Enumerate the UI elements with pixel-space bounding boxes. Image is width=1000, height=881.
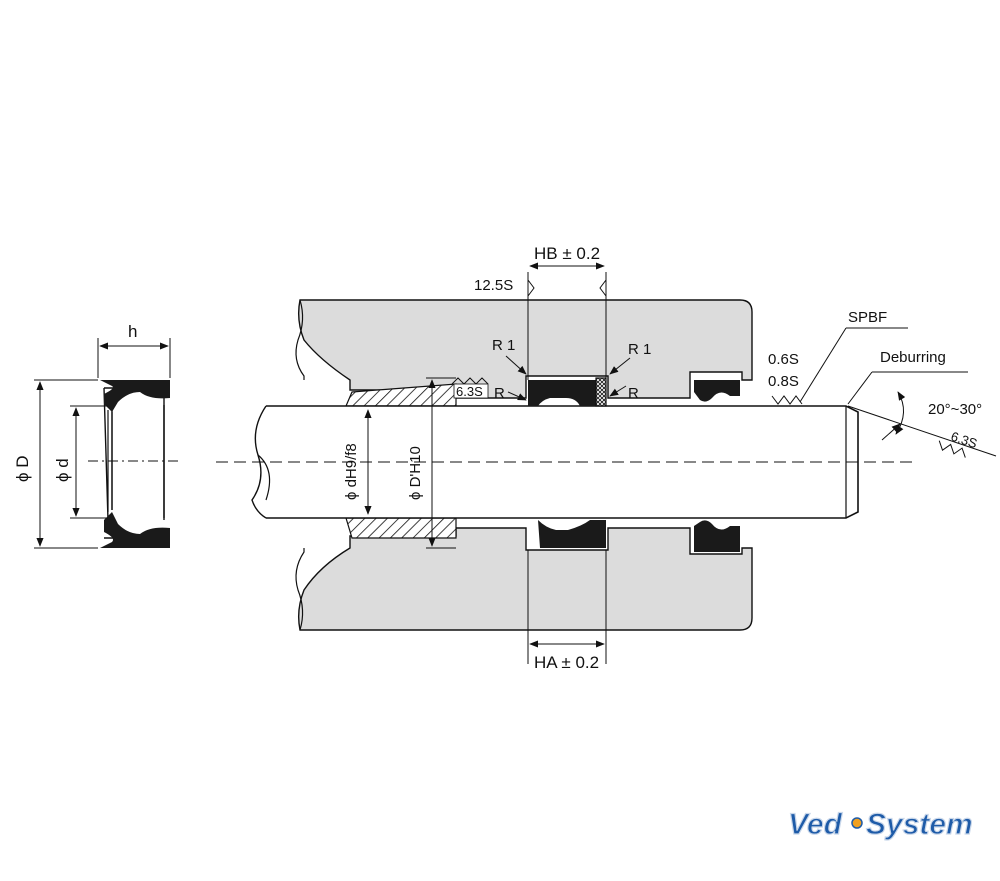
logo-dot-icon [851,817,863,829]
roughness-6-3-bore-label: 6.3S [456,384,483,399]
rod-fit-label: ϕ dH9/f8 [343,443,360,500]
roughness-12-5-label: 12.5S [474,277,513,294]
ha-label: HA ± 0.2 [534,653,599,672]
chamfer-angle-label: 20°~30° [928,401,982,418]
spbf-label: SPBF [848,309,887,326]
hb-label: HB ± 0.2 [534,244,600,263]
guide-ring-lower [345,517,457,539]
housing-lower [297,527,753,631]
deburring-label: Deburring [880,349,946,366]
seal-side-view: h ϕ D ϕ d [13,322,178,549]
r-right-label: R [628,385,639,402]
seal-profile-bottom [100,512,170,548]
roughness-symbol-rod [771,395,803,405]
housing-upper [297,299,753,399]
r1-left-label: R 1 [492,337,515,354]
main-seal-lower [538,520,606,548]
roughness-symbol-bore [451,377,489,385]
wiper-seal-upper [694,380,740,402]
r1-right-label: R 1 [628,341,651,358]
h-label: h [128,322,137,341]
wiper-seal-lower [694,520,740,552]
outer-diameter-label: ϕ D [13,455,32,482]
bore-fit-label: ϕ D'H10 [407,446,424,500]
roughness-0-8-label: 0.8S [768,373,799,390]
seal-profile-top [100,380,170,412]
logo-text-right: System [866,808,973,841]
roughness-0-6-label: 0.6S [768,351,799,368]
roughness-6-3-chamfer-label: 6.3S [949,429,979,452]
assembly-section-view: HB ± 0.2 12.5S HA ± 0.2 ϕ dH9/f8 ϕ D'H10… [216,244,997,672]
inner-diameter-label: ϕ d [53,458,72,482]
r-left-label: R [494,385,505,402]
main-seal-upper [528,380,596,406]
chamfer-angle-arc [895,391,906,435]
logo-text-left: Ved [788,808,843,841]
roughness-symbol-chamfer [938,440,966,458]
backup-ring [595,377,607,407]
ved-system-logo: Ved System [787,807,973,841]
